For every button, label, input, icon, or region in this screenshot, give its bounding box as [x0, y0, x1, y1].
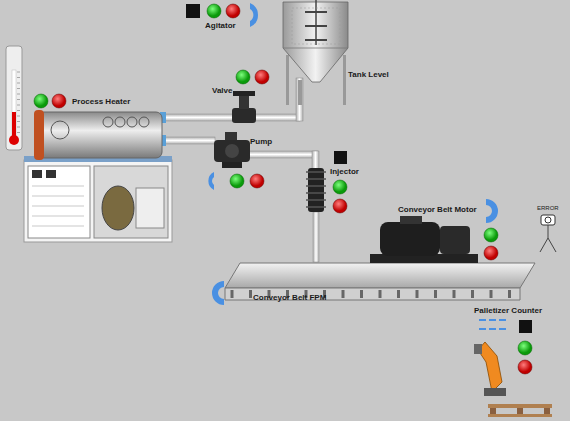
component-label: Agitator — [205, 22, 236, 30]
scale-tick — [17, 88, 20, 89]
scale-tick — [17, 99, 20, 100]
component-label: Pump — [250, 138, 272, 146]
roller — [342, 290, 345, 298]
scale-tick — [17, 94, 20, 95]
panel-line — [32, 216, 84, 217]
scale-tick — [17, 116, 20, 117]
injector-ring — [306, 178, 326, 180]
roller — [471, 290, 474, 298]
component-label: Valve — [212, 87, 232, 95]
roller — [397, 290, 400, 298]
roller — [416, 290, 419, 298]
panel-line — [32, 206, 84, 207]
scale-tick — [17, 127, 20, 128]
roller — [231, 290, 234, 298]
component-label: Injector — [330, 168, 359, 176]
scale-tick — [17, 83, 20, 84]
component-label: Process Heater — [72, 98, 130, 106]
scale-tick — [17, 105, 20, 106]
injector-ring — [306, 185, 326, 187]
scale-tick — [17, 110, 20, 111]
injector-ring — [306, 171, 326, 173]
scale-tick — [17, 132, 20, 133]
roller — [490, 290, 493, 298]
panel-line — [32, 186, 84, 187]
status-label: ERROR — [537, 205, 559, 211]
component-label: Conveyor Belt FPM — [253, 294, 326, 302]
roller — [360, 290, 363, 298]
roller — [379, 290, 382, 298]
component-label: Tank Level — [348, 71, 389, 79]
panel-line — [32, 196, 84, 197]
injector-ring — [306, 199, 326, 201]
roller — [508, 290, 511, 298]
component-label: Conveyor Belt Motor — [398, 206, 477, 214]
roller — [453, 290, 456, 298]
roller — [249, 290, 252, 298]
injector-ring — [306, 192, 326, 194]
scale-tick — [17, 72, 20, 73]
component-label: Palletizer Counter — [474, 307, 542, 315]
scale-tick — [17, 121, 20, 122]
roller — [434, 290, 437, 298]
panel-line — [32, 226, 84, 227]
scale-tick — [17, 77, 20, 78]
injector-ring — [306, 206, 326, 208]
